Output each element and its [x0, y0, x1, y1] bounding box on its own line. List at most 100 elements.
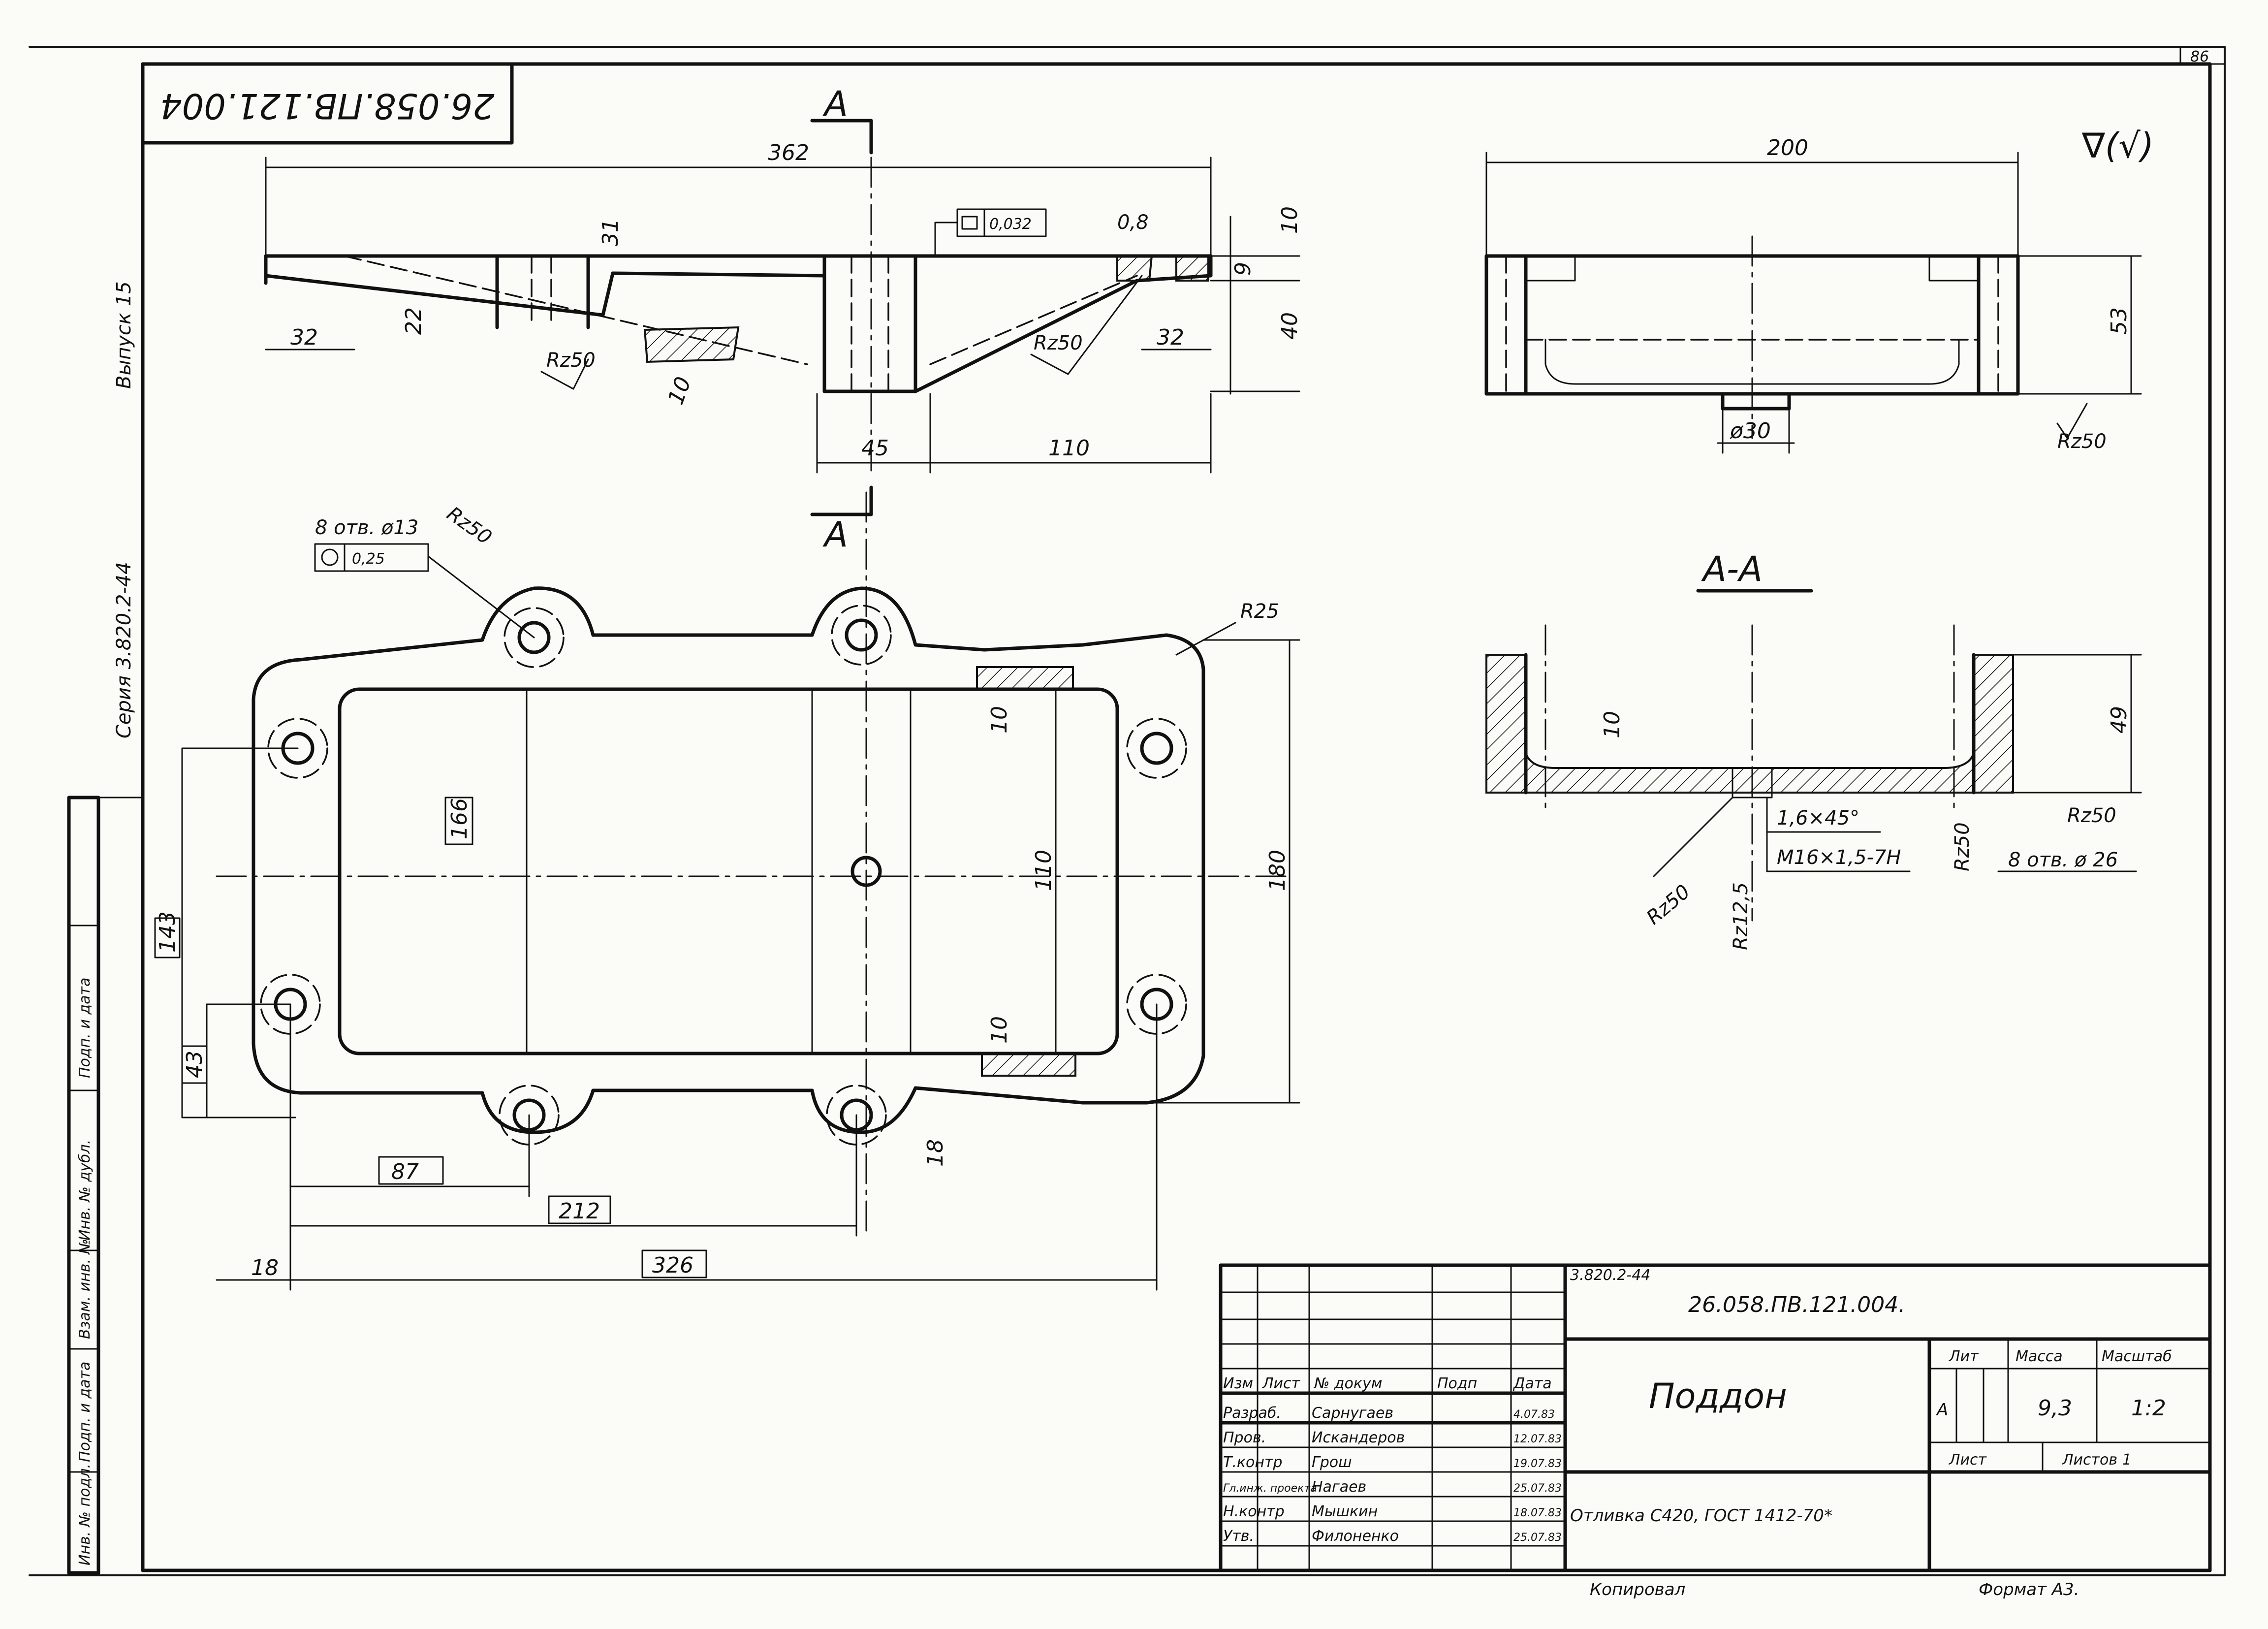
dim-left-offset: 32 — [290, 325, 318, 350]
section-holes: 8 отв. ø 26 — [2008, 849, 2118, 871]
dim-boss-45: 45 — [861, 436, 889, 461]
dim-rib-10: 10 — [663, 374, 696, 408]
roughness-front-c: 0,8 — [1117, 211, 1149, 234]
hdr-izm: Изм — [1223, 1375, 1253, 1392]
name-1: Искандеров — [1312, 1429, 1405, 1446]
dim-wall-10b: 10 — [987, 1016, 1012, 1044]
name-2: Грош — [1312, 1454, 1352, 1471]
dim-depth-9: 9 — [1230, 262, 1256, 276]
side-boss-dia: ø30 — [1730, 418, 1771, 444]
tb-mass: 9,3 — [2038, 1396, 2072, 1421]
dim-hole-143: 143 — [155, 911, 180, 953]
front-view: A A 362 32 32 22 31 10 — [264, 84, 1302, 555]
section-letter-bottom: A — [822, 514, 848, 555]
side-view: 200 53 ø30 Rz50 ∇(√) — [1484, 126, 2154, 454]
section-wall: 10 — [1600, 711, 1625, 738]
date-3: 25.07.83 — [1513, 1482, 1562, 1495]
dim-total-40: 40 — [1277, 312, 1302, 340]
name-0: Сарнугаев — [1312, 1405, 1393, 1422]
dim-wall-10a: 10 — [987, 706, 1012, 734]
section-roughness-c: Rz50 — [1642, 880, 1695, 929]
tb-material: Отливка С420, ГОСТ 1412-70* — [1570, 1506, 1832, 1526]
date-1: 12.07.83 — [1513, 1433, 1562, 1445]
section-thread: M16×1,5-7H — [1777, 846, 1901, 869]
strip-cell-5: Подп. и дата — [76, 978, 94, 1078]
plan-view: 8 отв. ø13 0,25 Rz50 R25 143 43 166 110 … — [154, 491, 1300, 1291]
dim-outer-180: 180 — [1265, 850, 1290, 891]
series-label: Серия 3.820.2-44 — [113, 562, 135, 738]
hdr-list: Лист — [1262, 1375, 1301, 1392]
doc-code-box: 26.058.ПВ.121.004 — [141, 62, 514, 145]
tb-name: Поддон — [1649, 1376, 1787, 1416]
left-approval-strip: Инв. № подл. Подп. и дата Взам. инв. № И… — [67, 796, 144, 1575]
dim-h-326: 326 — [652, 1253, 693, 1278]
section-letter-top: A — [822, 84, 848, 124]
dim-h-18: 18 — [251, 1255, 279, 1280]
section-title: А-А — [1701, 549, 1763, 589]
dim-hole-43: 43 — [182, 1051, 207, 1078]
role-2: Т.контр — [1223, 1454, 1282, 1471]
date-0: 4.07.83 — [1513, 1408, 1555, 1421]
name-4: Мышкин — [1312, 1503, 1378, 1520]
side-width: 200 — [1767, 135, 1808, 160]
role-5: Утв. — [1223, 1528, 1254, 1545]
date-5: 25.07.83 — [1513, 1532, 1562, 1544]
dim-wall-10: 10 — [1277, 206, 1302, 234]
strip-cell-3: Взам. инв. № — [76, 1239, 94, 1339]
section-a-a: А-А 49 10 1,6×45° M16×1,5-7H 8 отв. ø 26… — [1485, 549, 2142, 950]
plan-roughness: Rz50 — [442, 503, 496, 549]
holes-note: 8 отв. ø13 — [315, 516, 418, 539]
dim-inner-110: 110 — [1031, 850, 1056, 891]
date-4: 18.07.83 — [1513, 1507, 1562, 1519]
section-roughness-b: Rz50 — [2067, 804, 2116, 827]
section-roughness-a: Rz50 — [1951, 822, 1974, 871]
flatness-tolerance: 0,032 — [989, 216, 1032, 233]
name-5: Филоненко — [1312, 1528, 1399, 1545]
dim-height-31: 31 — [598, 219, 623, 246]
tb-mass-header: Масса — [2016, 1348, 2063, 1365]
name-3: Нагаев — [1312, 1478, 1366, 1496]
role-4: Н.контр — [1223, 1503, 1285, 1520]
tb-sheets: Листов 1 — [2062, 1451, 2132, 1469]
dim-inner-166: 166 — [447, 798, 472, 839]
side-roughness: Rz50 — [2057, 430, 2107, 453]
roughness-front-b: Rz50 — [1034, 332, 1083, 354]
role-3: Гл.инж. проекта — [1223, 1482, 1317, 1495]
sheet-frame: 86 — [29, 46, 2226, 1576]
dim-h-87: 87 — [391, 1159, 419, 1184]
issue-label: Выпуск 15 — [113, 281, 135, 389]
section-height: 49 — [2107, 706, 2132, 734]
tb-copied: Копировал — [1590, 1580, 1685, 1599]
hdr-date: Дата — [1512, 1375, 1552, 1392]
role-1: Пров. — [1223, 1429, 1266, 1446]
section-chamfer: 1,6×45° — [1777, 807, 1859, 830]
dim-height-22: 22 — [401, 307, 426, 335]
tb-format: Формат А3. — [1979, 1580, 2079, 1599]
strip-cell-1: Инв. № подл. — [76, 1464, 94, 1565]
section-roughness-d: Rz12,5 — [1730, 882, 1752, 950]
title-block: Изм Лист № докум Подп Дата Разраб. Сарну… — [1219, 1263, 2212, 1599]
tb-sheet: Лист — [1949, 1451, 1987, 1469]
dim-wall-18v: 18 — [923, 1139, 948, 1167]
tb-lit: А — [1936, 1400, 1948, 1420]
side-height: 53 — [2107, 307, 2132, 335]
dim-length: 362 — [768, 140, 809, 165]
tb-designation: 26.058.ПВ.121.004. — [1688, 1292, 1905, 1317]
doc-code-rotated: 26.058.ПВ.121.004 — [160, 86, 495, 126]
dim-run-110: 110 — [1048, 436, 1090, 461]
radius-label: R25 — [1240, 600, 1279, 623]
role-0: Разраб. — [1223, 1405, 1281, 1422]
strip-cell-4: Инв. № дубл. — [76, 1140, 94, 1241]
position-tolerance: 0,25 — [352, 550, 385, 568]
dim-right-offset: 32 — [1157, 325, 1184, 350]
tb-scale: 1:2 — [2131, 1396, 2166, 1421]
hdr-sign: Подп — [1437, 1375, 1477, 1392]
tb-lit-header: Лит — [1949, 1348, 1979, 1365]
page-number: 86 — [2190, 48, 2209, 65]
roughness-symbol: ∇(√) — [2081, 126, 2154, 166]
strip-cell-2: Подп. и дата — [76, 1362, 94, 1462]
hdr-doc: № докум — [1313, 1375, 1382, 1392]
tb-scale-header: Масштаб — [2102, 1348, 2172, 1365]
tb-series: 3.820.2-44 — [1570, 1267, 1651, 1284]
